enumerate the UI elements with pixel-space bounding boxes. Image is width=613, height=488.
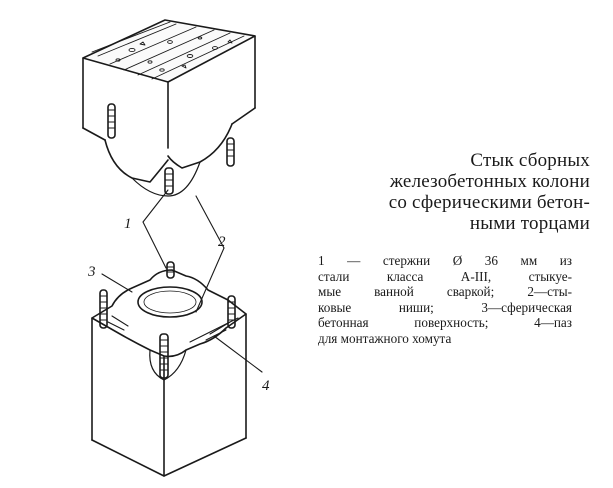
caption-title: Стык сборных железобетонных колони со сф… (300, 150, 590, 234)
upper-niche-back (131, 161, 201, 197)
leader-lines (101, 189, 263, 373)
upper-rebars (107, 103, 235, 195)
legend-line: 1 — стержни Ø 36 мм из (318, 253, 572, 268)
legend-line: стали класса А-III, стыкуе- (318, 268, 572, 284)
spherical-surface (137, 286, 203, 318)
legend-line: ковые ниши; 3—сферическая (318, 299, 572, 315)
lower-column (91, 261, 247, 477)
caption-title-line: со сферическими бетон- (388, 192, 590, 213)
lower-niche-front (149, 349, 187, 381)
concrete-texture (91, 21, 245, 80)
upper-niche-left (104, 139, 169, 183)
rebar (99, 289, 108, 329)
slot-groove (107, 315, 231, 341)
callout-1: 1 (124, 216, 132, 232)
upper-column-left-bottom (82, 127, 106, 141)
caption-title-line: ными торцами (469, 213, 590, 234)
upper-column (82, 19, 256, 197)
caption-title-line: Стык сборных (470, 150, 590, 171)
legend-line: бетонная поверхность; 4—паз (318, 315, 572, 331)
upper-column-right-bottom (231, 107, 256, 125)
callout-4: 4 (262, 378, 270, 394)
lower-rebars (99, 261, 236, 379)
rebar (159, 333, 169, 379)
caption-title-line: железобетонных колони (389, 171, 590, 192)
upper-column-top-face (82, 19, 256, 83)
rebar (107, 103, 116, 139)
rebar (164, 167, 174, 195)
callout-2: 2 (218, 234, 226, 250)
caption-legend: 1 — стержни Ø 36 мм из стали класса А-II… (318, 253, 572, 347)
rebar (166, 261, 175, 279)
upper-niche-right (167, 123, 233, 169)
legend-line: для монтажного хомута (318, 330, 452, 346)
legend-line: мые ванной сваркой; 2—сты- (318, 284, 572, 300)
callout-3: 3 (87, 264, 96, 280)
rebar (226, 137, 235, 167)
rebar (227, 295, 236, 329)
